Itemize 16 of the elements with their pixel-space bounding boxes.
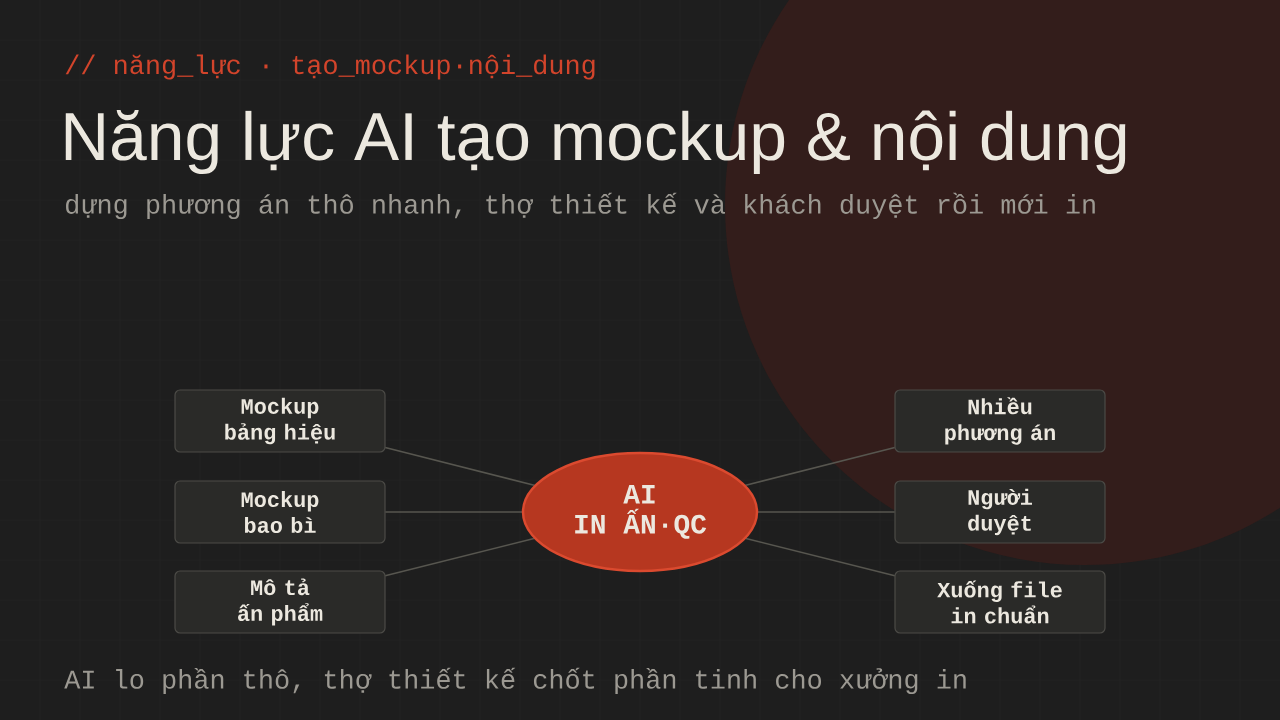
connector-line [384, 511, 524, 513]
kicker-text: // năng_lực · tạo_mockup·nội_dung [65, 54, 595, 80]
topic-box: Mô tả ấn phẩm [174, 570, 386, 634]
topic-box: Người duyệt [894, 480, 1106, 544]
topic-box: Xuống file in chuẩn [894, 570, 1106, 634]
connector-line [756, 511, 896, 513]
topic-box: Mockup bao bì [174, 480, 386, 544]
connector-line [744, 446, 896, 487]
footer-text: AI lo phần thô, thợ thiết kế chốt phần tinh cho xưởng in [64, 667, 966, 695]
subtitle-text: dựng phương án thô nhanh, thợ thiết kế và khách duyệt rồi mới in [66, 192, 1095, 220]
topic-box: Mockup bảng hiệu [174, 389, 386, 453]
connector-line [384, 446, 536, 487]
title-text: Năng lực AI tạo mockup & nội dung [65, 110, 1126, 174]
connector-line [384, 537, 536, 577]
topic-box: Nhiều phương án [894, 389, 1106, 453]
connector-line [744, 537, 896, 577]
